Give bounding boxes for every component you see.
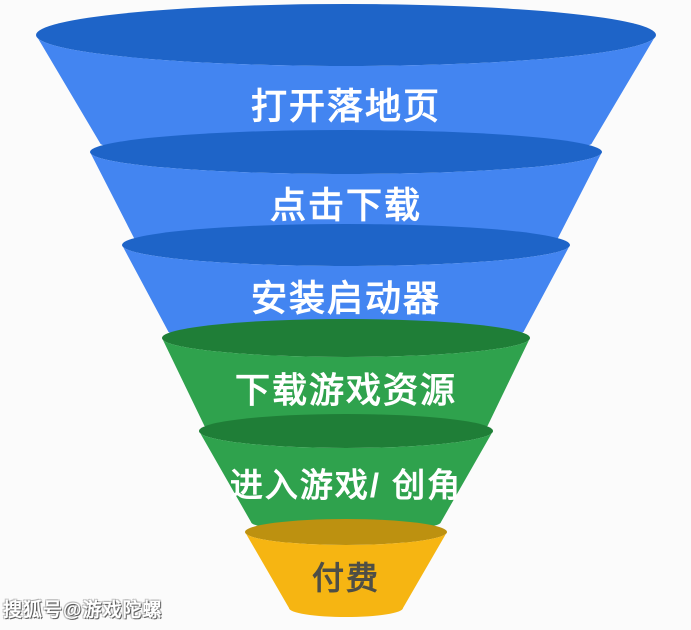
funnel-stage-pay: 付费 — [245, 519, 447, 617]
stage-top-ellipse — [162, 319, 530, 357]
funnel-stage-download-game-resources: 下载游戏资源 — [162, 319, 530, 436]
stage-top-ellipse — [36, 4, 656, 66]
stage-body — [122, 245, 570, 343]
stage-body — [245, 532, 447, 617]
stage-top-ellipse — [90, 130, 602, 174]
funnel-stage-click-download: 点击下载 — [90, 130, 602, 251]
stage-label-pay: 付费 — [312, 560, 380, 596]
watermark-sohu-account: 搜狐号@游戏陀螺 — [3, 600, 163, 621]
stage-top-ellipse — [199, 414, 493, 448]
stage-top-ellipse — [122, 224, 570, 266]
stage-body — [36, 35, 656, 157]
stage-body — [199, 431, 493, 532]
funnel-stage-enter-game-create-character: 进入游戏/ 创角 — [199, 414, 493, 532]
stage-body — [162, 338, 530, 436]
funnel-stage-install-launcher: 安装启动器 — [122, 224, 570, 343]
stage-label-install-launcher: 安装启动器 — [251, 278, 441, 319]
funnel-stage-open-landing-page: 打开落地页 — [36, 4, 656, 157]
stage-top-ellipse — [245, 519, 447, 545]
stage-label-open-landing-page: 打开落地页 — [251, 86, 441, 127]
stage-label-click-download: 点击下载 — [270, 185, 422, 226]
stage-label-download-game-resources: 下载游戏资源 — [235, 372, 457, 411]
stage-label-enter-game-create-character: 进入游戏/ 创角 — [230, 467, 462, 504]
stage-body — [90, 152, 602, 251]
